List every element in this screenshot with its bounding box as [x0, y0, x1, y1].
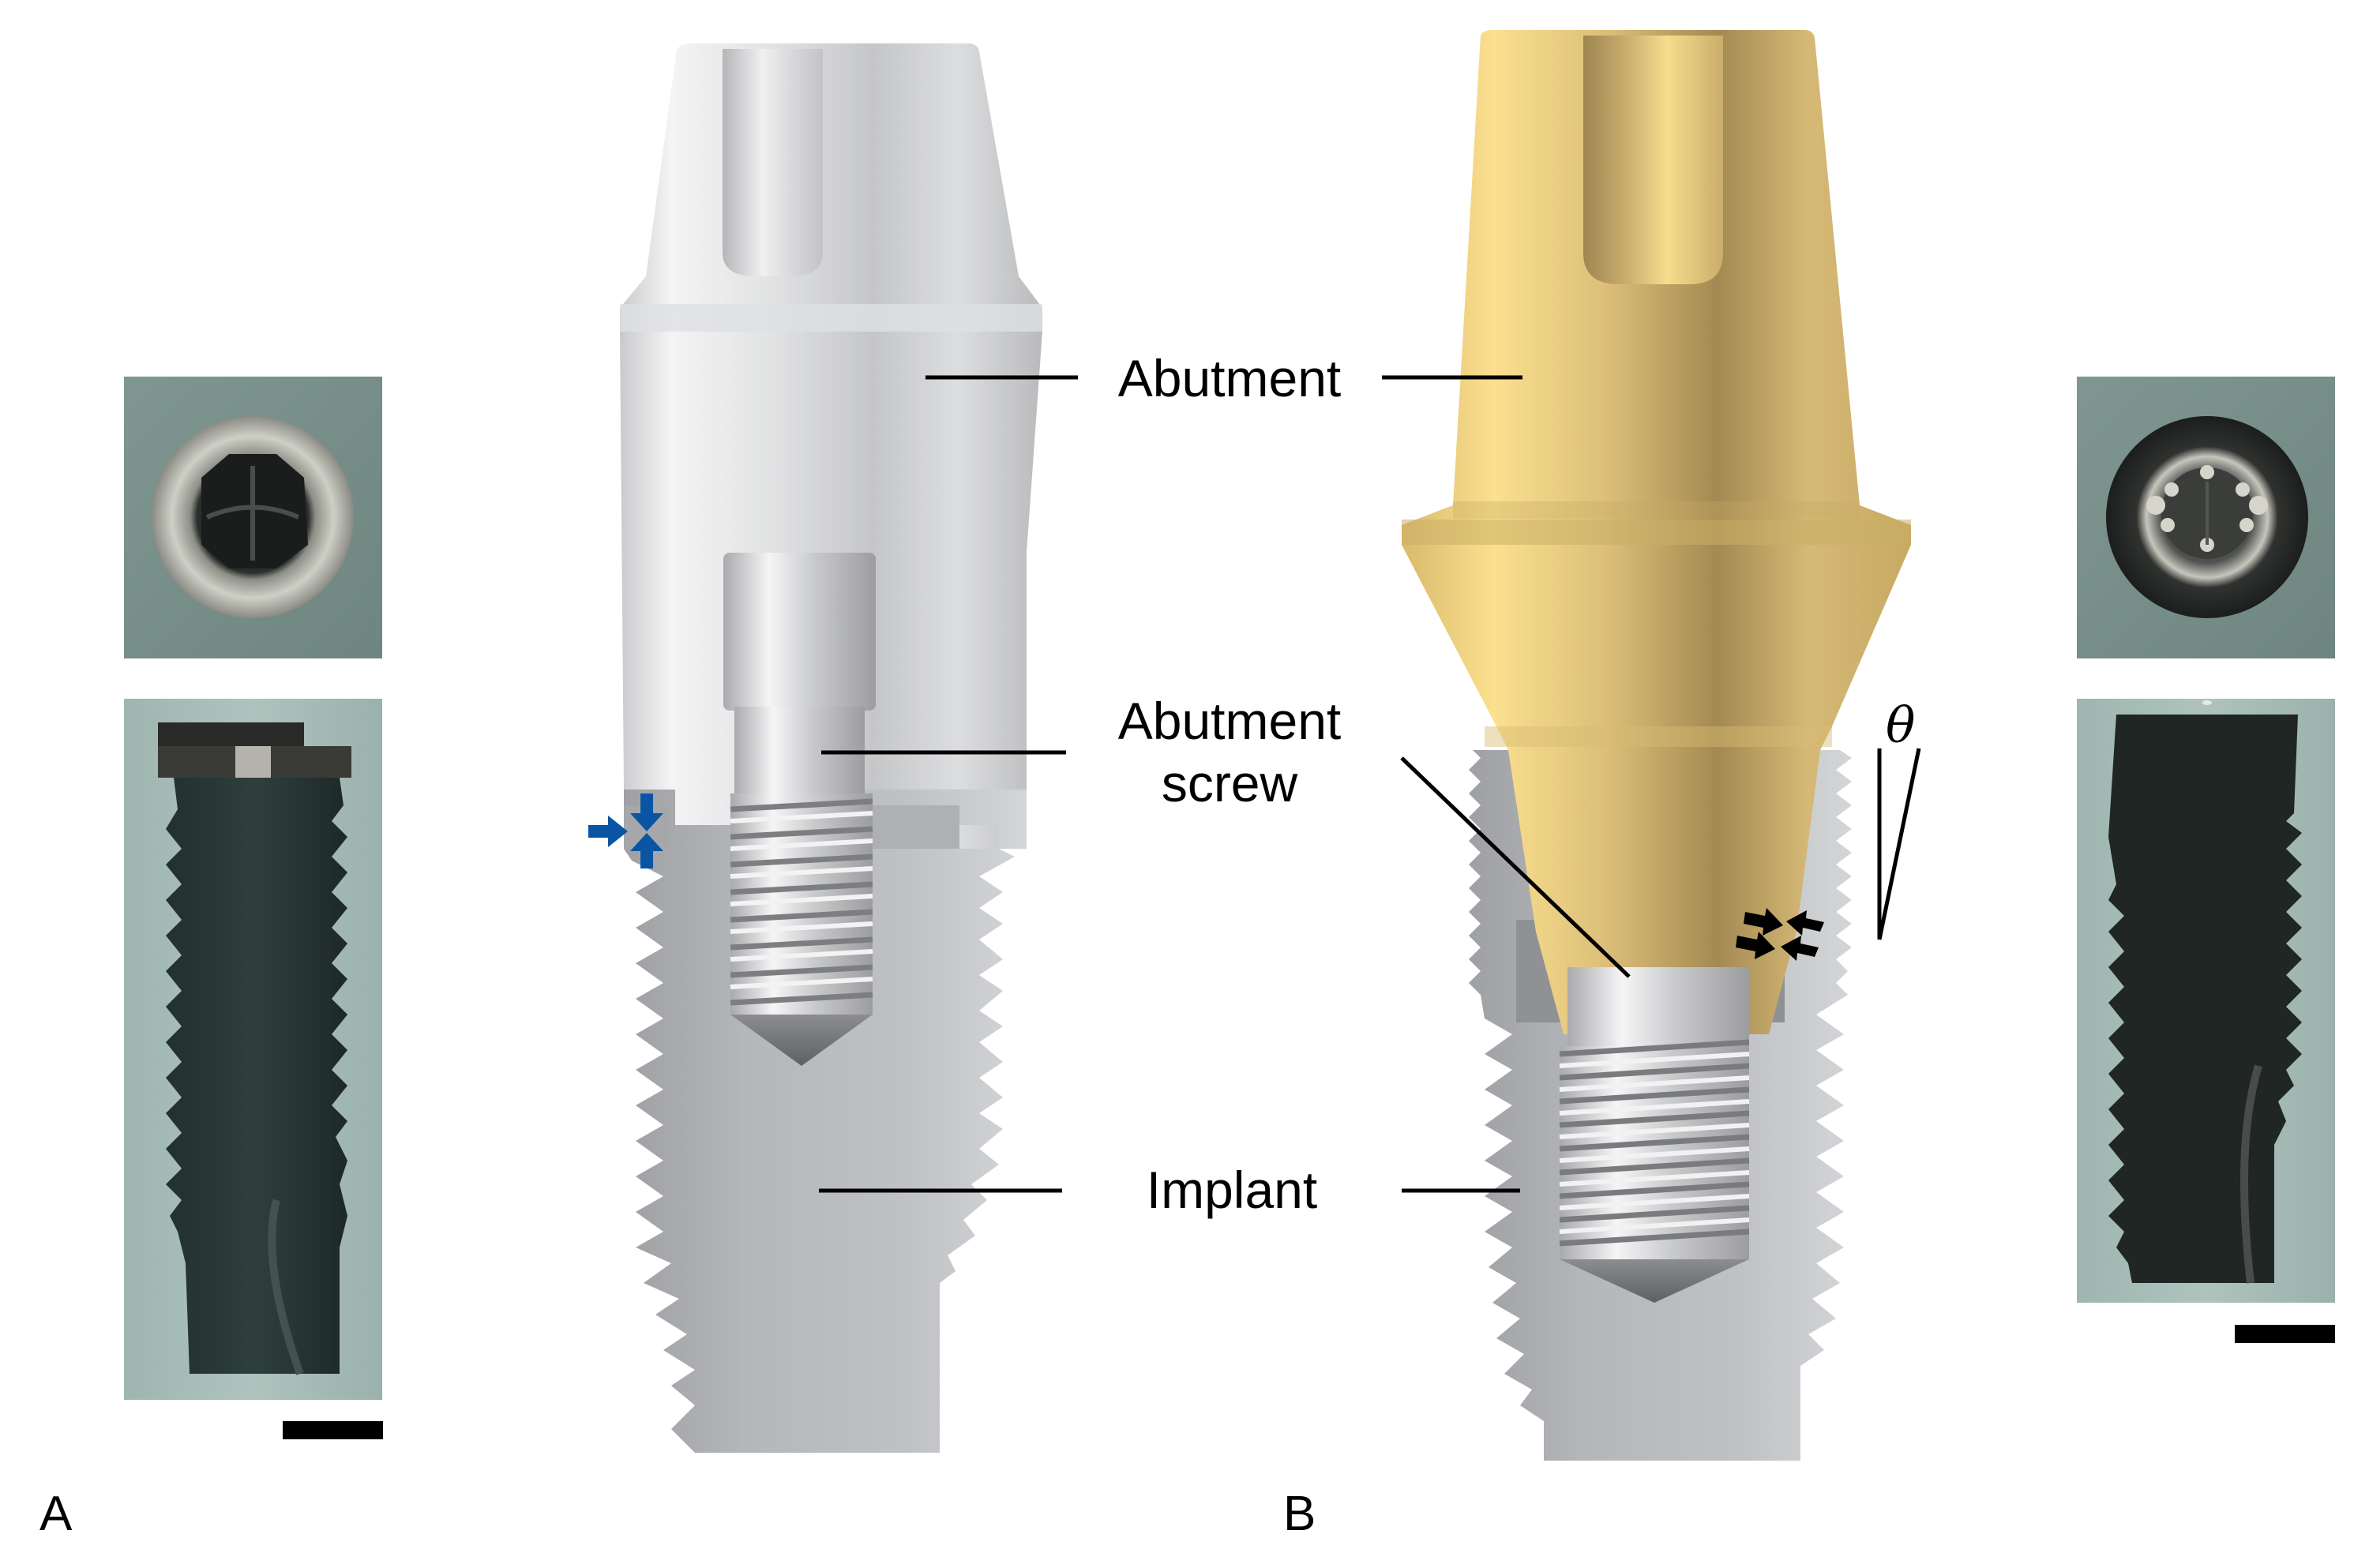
theta-symbol: θ [1886, 696, 1915, 754]
arrow-down-icon [630, 793, 663, 831]
panel-label-b: B [1283, 1487, 1316, 1541]
abutment-screw-a-head [723, 553, 876, 711]
arrow-right-icon [588, 816, 628, 847]
abutment-screw-b-threads [1559, 1039, 1750, 1259]
arrow-up-icon [630, 833, 663, 868]
abutment-screw-a-tip [730, 1015, 873, 1066]
panel-a-side-view-photo [124, 699, 382, 1400]
panel-a-photos [124, 377, 383, 1439]
abutment-screw-a-threads [730, 793, 873, 1015]
panel-a-diagram [588, 43, 1078, 1453]
leader-screw-b [1400, 756, 1631, 978]
implant-a-body [624, 790, 1027, 1453]
abutment-a-upper [620, 43, 1042, 332]
label-abutment-screw-line2: screw [1162, 754, 1298, 812]
taper-angle-indicator: θ [1877, 696, 1921, 940]
arrow-right-icon [1736, 932, 1775, 959]
panel-b-photos [2077, 377, 2335, 1343]
panel-b-top-view-photo [2077, 377, 2335, 658]
panel-b-side-view-photo [2077, 699, 2335, 1303]
panel-a-scale-bar [283, 1421, 383, 1439]
conical-contact-arrows-b [1736, 908, 1824, 961]
panel-a-top-view-photo [124, 377, 382, 658]
label-abutment: Abutment [1118, 349, 1342, 407]
microgap-arrows-a [588, 793, 663, 868]
abutment-screw-b-neck [1567, 967, 1749, 1050]
arrow-left-icon [1781, 936, 1819, 961]
label-implant: Implant [1147, 1161, 1317, 1219]
arrow-left-icon [1786, 910, 1824, 936]
label-abutment-screw-line1: Abutment [1118, 692, 1342, 750]
component-labels: Abutment Abutment screw Implant [1118, 349, 1342, 1219]
panel-b-diagram: θ [1382, 30, 1921, 1461]
panel-label-a: A [39, 1487, 73, 1541]
arrow-right-icon [1744, 908, 1783, 936]
abutment-screw-b-tip [1560, 1259, 1749, 1303]
panel-b-scale-bar [2235, 1325, 2335, 1343]
